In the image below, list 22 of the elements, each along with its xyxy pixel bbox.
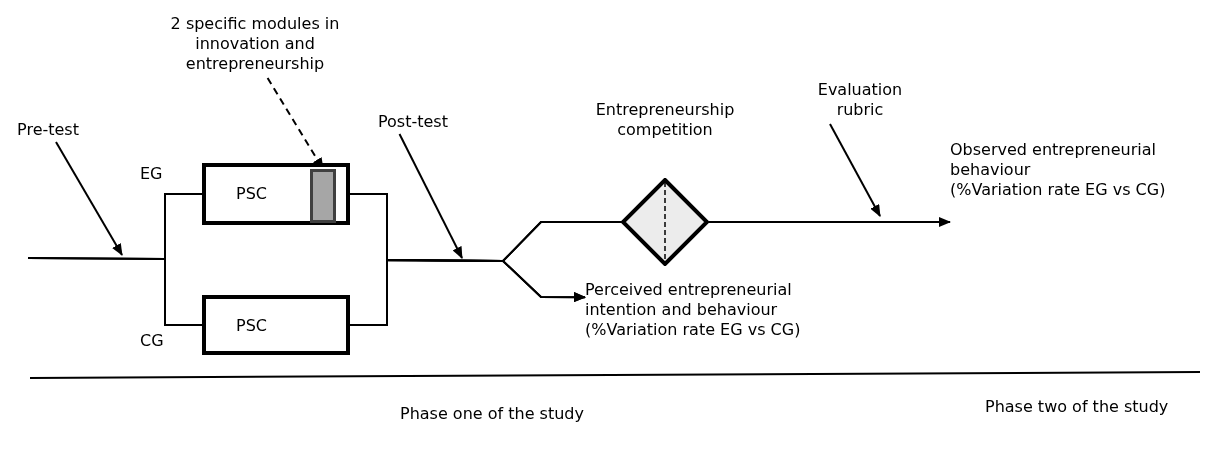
process-box xyxy=(202,295,350,355)
arrow xyxy=(398,133,463,259)
phase-label: Phase one of the study xyxy=(400,404,584,424)
annotation-text: Evaluation rubric xyxy=(800,80,920,124)
annotation-text: Pre-test xyxy=(8,120,88,142)
arrow xyxy=(349,259,586,326)
process-box xyxy=(202,163,350,225)
box-label: PSC xyxy=(236,184,267,204)
group-label: CG xyxy=(140,331,164,351)
arrow xyxy=(708,217,951,227)
box-label: PSC xyxy=(236,316,267,336)
annotation-text: Post-test xyxy=(368,112,458,134)
node-heading: Entrepreneurship competition xyxy=(594,100,736,140)
annotation-text: Observed entrepreneurial behaviour (%Variation rate EG vs CG) xyxy=(950,140,1190,206)
connector-line xyxy=(27,257,203,326)
annotation-text: Perceived entrepreneurial intention and behaviour (%Variation rate EG vs CG) xyxy=(585,280,825,346)
group-label: EG xyxy=(140,164,163,184)
phase-label: Phase two of the study xyxy=(985,397,1169,417)
annotation-text: 2 specific modules in innovation and entrepreneurship xyxy=(150,14,360,78)
module-bar xyxy=(310,169,336,223)
arrow xyxy=(55,141,123,256)
arrow xyxy=(829,123,881,217)
